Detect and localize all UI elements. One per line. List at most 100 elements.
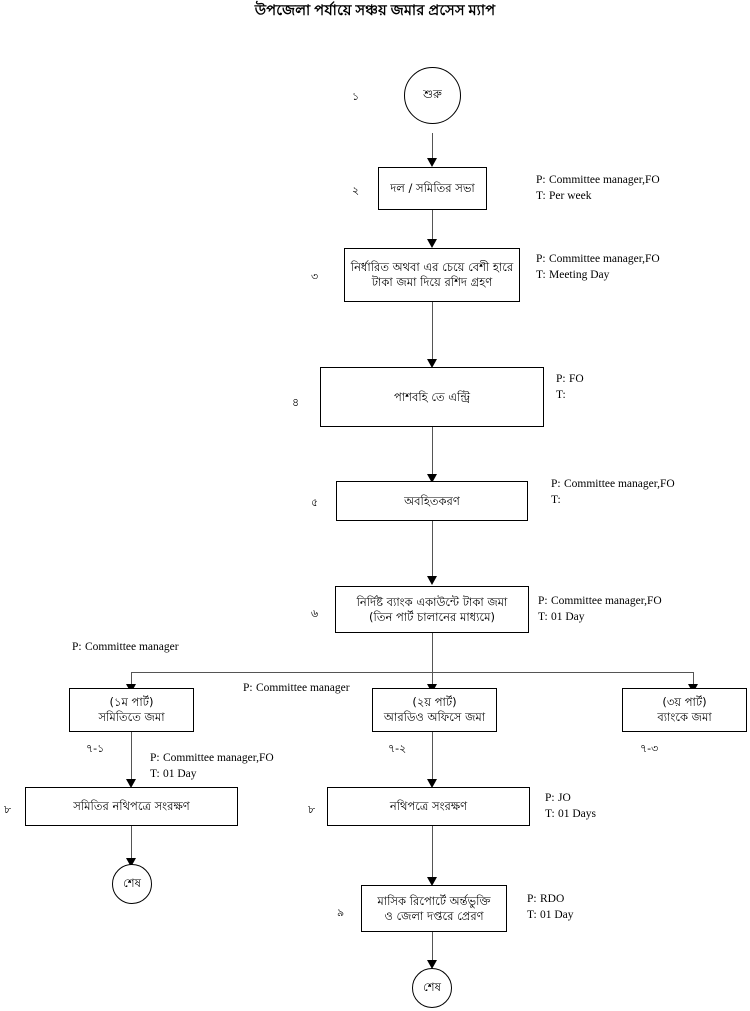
annotation-2-t-value: Per week <box>549 190 592 202</box>
step-number-4: ৪ <box>292 396 300 409</box>
node-9-label-line2: ও জেলা দপ্তরে প্রেরণ <box>384 908 484 923</box>
connector-5-to-6 <box>432 521 433 579</box>
step-number-72: ৭-২ <box>388 742 407 755</box>
step-number-2: ২ <box>352 184 360 197</box>
step-number-5: ৫ <box>311 496 319 509</box>
connector-1-to-2 <box>432 133 433 161</box>
step-number-6: ৬ <box>311 607 319 620</box>
connector-8mid-to-9 <box>432 826 433 880</box>
arrowhead-to-8mid <box>426 779 437 788</box>
annotation-9-p-value: RDO <box>540 893 565 905</box>
annotation-8left-p-key: P: <box>150 752 160 764</box>
step-number-8-mid: ৮ <box>308 803 316 816</box>
node-6-label-line1: নির্দিষ্ট ব্যাংক একাউন্টে টাকা জমা <box>356 594 508 609</box>
step-number-71: ৭-১ <box>86 742 105 755</box>
node-5-label: অবহিতকরণ <box>404 493 460 508</box>
annotation-4-p-value: FO <box>569 373 584 385</box>
node-end-left-label: শেষ <box>123 875 141 890</box>
annotation-6-p-value: Committee manager,FO <box>551 595 662 607</box>
connector-split-to-72 <box>432 672 433 687</box>
annotation-71-p-key: P: <box>72 641 82 653</box>
step-number-1: ১ <box>352 90 360 103</box>
node-3-label-line1: নির্ধারিত অথবা এর চেয়ে বেশী হারে <box>350 260 514 274</box>
annotation-4: P:FO T: <box>556 371 584 403</box>
annotation-9: P:RDO T:01 Day <box>527 891 574 923</box>
annotation-71: P:Committee manager <box>72 639 179 655</box>
node-4-label: পাশবহি তে এন্ট্রি <box>394 389 470 404</box>
node-8left-label: সমিতির নথিপত্রে সংরক্ষণ <box>73 799 190 813</box>
annotation-72-p-key: P: <box>243 682 253 694</box>
node-73-part3-bank[interactable]: (৩য় পার্ট) ব্যাংকে জমা <box>622 688 747 732</box>
annotation-6: P:Committee manager,FO T:01 Day <box>538 593 662 625</box>
node-6-bank-deposit[interactable]: নির্দিষ্ট ব্যাংক একাউন্টে টাকা জমা (তিন … <box>335 586 529 633</box>
annotation-3: P:Committee manager,FO T:Meeting Day <box>536 251 660 283</box>
annotation-6-p-key: P: <box>538 595 548 607</box>
node-73-label-line1: (৩য় পার্ট) <box>662 695 707 709</box>
annotation-8mid-t-value: 01 Days <box>558 808 597 820</box>
annotation-8left-t-value: 01 Day <box>163 768 197 780</box>
connector-3-to-4 <box>432 302 433 362</box>
node-71-part1-society[interactable]: (১ম পার্ট) সমিতিতে জমা <box>69 688 194 732</box>
node-start-label: শুরু <box>423 87 442 101</box>
node-72-part2-rdo-office[interactable]: (২য় পার্ট) আরডিও অফিসে জমা <box>372 688 497 732</box>
node-8mid-label: নথিপত্রে সংরক্ষণ <box>389 799 468 813</box>
node-end-mid-label: শেষ <box>423 979 441 994</box>
node-9-monthly-report[interactable]: মাসিক রিপোর্টে অর্ন্তভুক্তি ও জেলা দপ্তর… <box>361 885 507 932</box>
annotation-3-p-key: P: <box>536 253 546 265</box>
annotation-2-p-key: P: <box>536 174 546 186</box>
connector-2-to-3 <box>432 210 433 242</box>
node-4-passbook-entry[interactable]: পাশবহি তে এন্ট্রি <box>320 367 544 427</box>
annotation-6-t-value: 01 Day <box>551 611 585 623</box>
annotation-8left: P:Committee manager,FO T:01 Day <box>150 750 274 782</box>
annotation-5-p-key: P: <box>551 478 561 490</box>
node-3-deposit-receipt[interactable]: নির্ধারিত অথবা এর চেয়ে বেশী হারে টাকা জ… <box>344 248 520 302</box>
arrowhead-to-8left <box>125 779 136 788</box>
arrowhead-to-end-mid <box>426 960 437 969</box>
node-8-records-preservation[interactable]: নথিপত্রে সংরক্ষণ <box>327 787 530 826</box>
step-number-3: ৩ <box>311 270 319 283</box>
annotation-2-t-key: T: <box>536 190 546 202</box>
connector-split-to-71 <box>131 672 132 687</box>
connector-71-to-8left <box>131 732 132 782</box>
annotation-3-t-key: T: <box>536 269 546 281</box>
step-number-9: ৯ <box>337 906 345 919</box>
node-71-label-line1: (১ম পার্ট) <box>109 695 154 709</box>
node-72-label-line2: আরডিও অফিসে জমা <box>383 710 486 724</box>
annotation-8left-t-key: T: <box>150 768 160 780</box>
arrowhead-to-6 <box>426 576 437 585</box>
arrowhead-to-2 <box>426 158 437 167</box>
annotation-2-p-value: Committee manager,FO <box>549 174 660 186</box>
arrowhead-to-3 <box>426 239 437 248</box>
node-start[interactable]: শুরু <box>404 67 461 124</box>
annotation-5: P:Committee manager,FO T: <box>551 476 675 508</box>
node-3-label-line2: টাকা জমা দিয়ে রশিদ গ্রহণ <box>371 275 493 289</box>
annotation-4-p-key: P: <box>556 373 566 385</box>
node-6-label-line2: (তিন পার্ট চালানের মাধ্যমে) <box>369 609 495 624</box>
node-72-label-line1: (২য় পার্ট) <box>412 695 457 709</box>
node-73-label-line2: ব্যাংকে জমা <box>657 710 712 724</box>
node-end-left[interactable]: শেষ <box>112 864 152 904</box>
annotation-9-t-key: T: <box>527 909 537 921</box>
page-title: উপজেলা পর্যায়ে সঞ্চয় জমার প্রসেস ম্যাপ <box>254 3 496 19</box>
annotation-5-p-value: Committee manager,FO <box>564 478 675 490</box>
annotation-9-p-key: P: <box>527 893 537 905</box>
node-8-society-records[interactable]: সমিতির নথিপত্রে সংরক্ষণ <box>25 787 238 826</box>
annotation-8mid-p-value: JO <box>558 792 571 804</box>
annotation-4-t-key: T: <box>556 389 566 401</box>
node-2-group-meeting[interactable]: দল / সমিতির সভা <box>378 167 487 210</box>
node-5-informing[interactable]: অবহিতকরণ <box>336 481 528 521</box>
arrowhead-to-4 <box>426 359 437 368</box>
connector-72-to-8mid <box>432 732 433 782</box>
arrowhead-to-9 <box>426 877 437 886</box>
annotation-5-t-key: T: <box>551 494 561 506</box>
node-end-mid[interactable]: শেষ <box>412 968 452 1008</box>
annotation-8mid-p-key: P: <box>545 792 555 804</box>
annotation-71-p-value: Committee manager <box>85 641 179 653</box>
connector-9-to-end <box>432 932 433 964</box>
annotation-8left-p-value: Committee manager,FO <box>163 752 274 764</box>
connector-6-to-split <box>432 633 433 673</box>
annotation-72-p-value: Committee manager <box>256 682 350 694</box>
connector-4-to-5 <box>432 427 433 477</box>
node-9-label-line1: মাসিক রিপোর্টে অর্ন্তভুক্তি <box>377 893 491 908</box>
